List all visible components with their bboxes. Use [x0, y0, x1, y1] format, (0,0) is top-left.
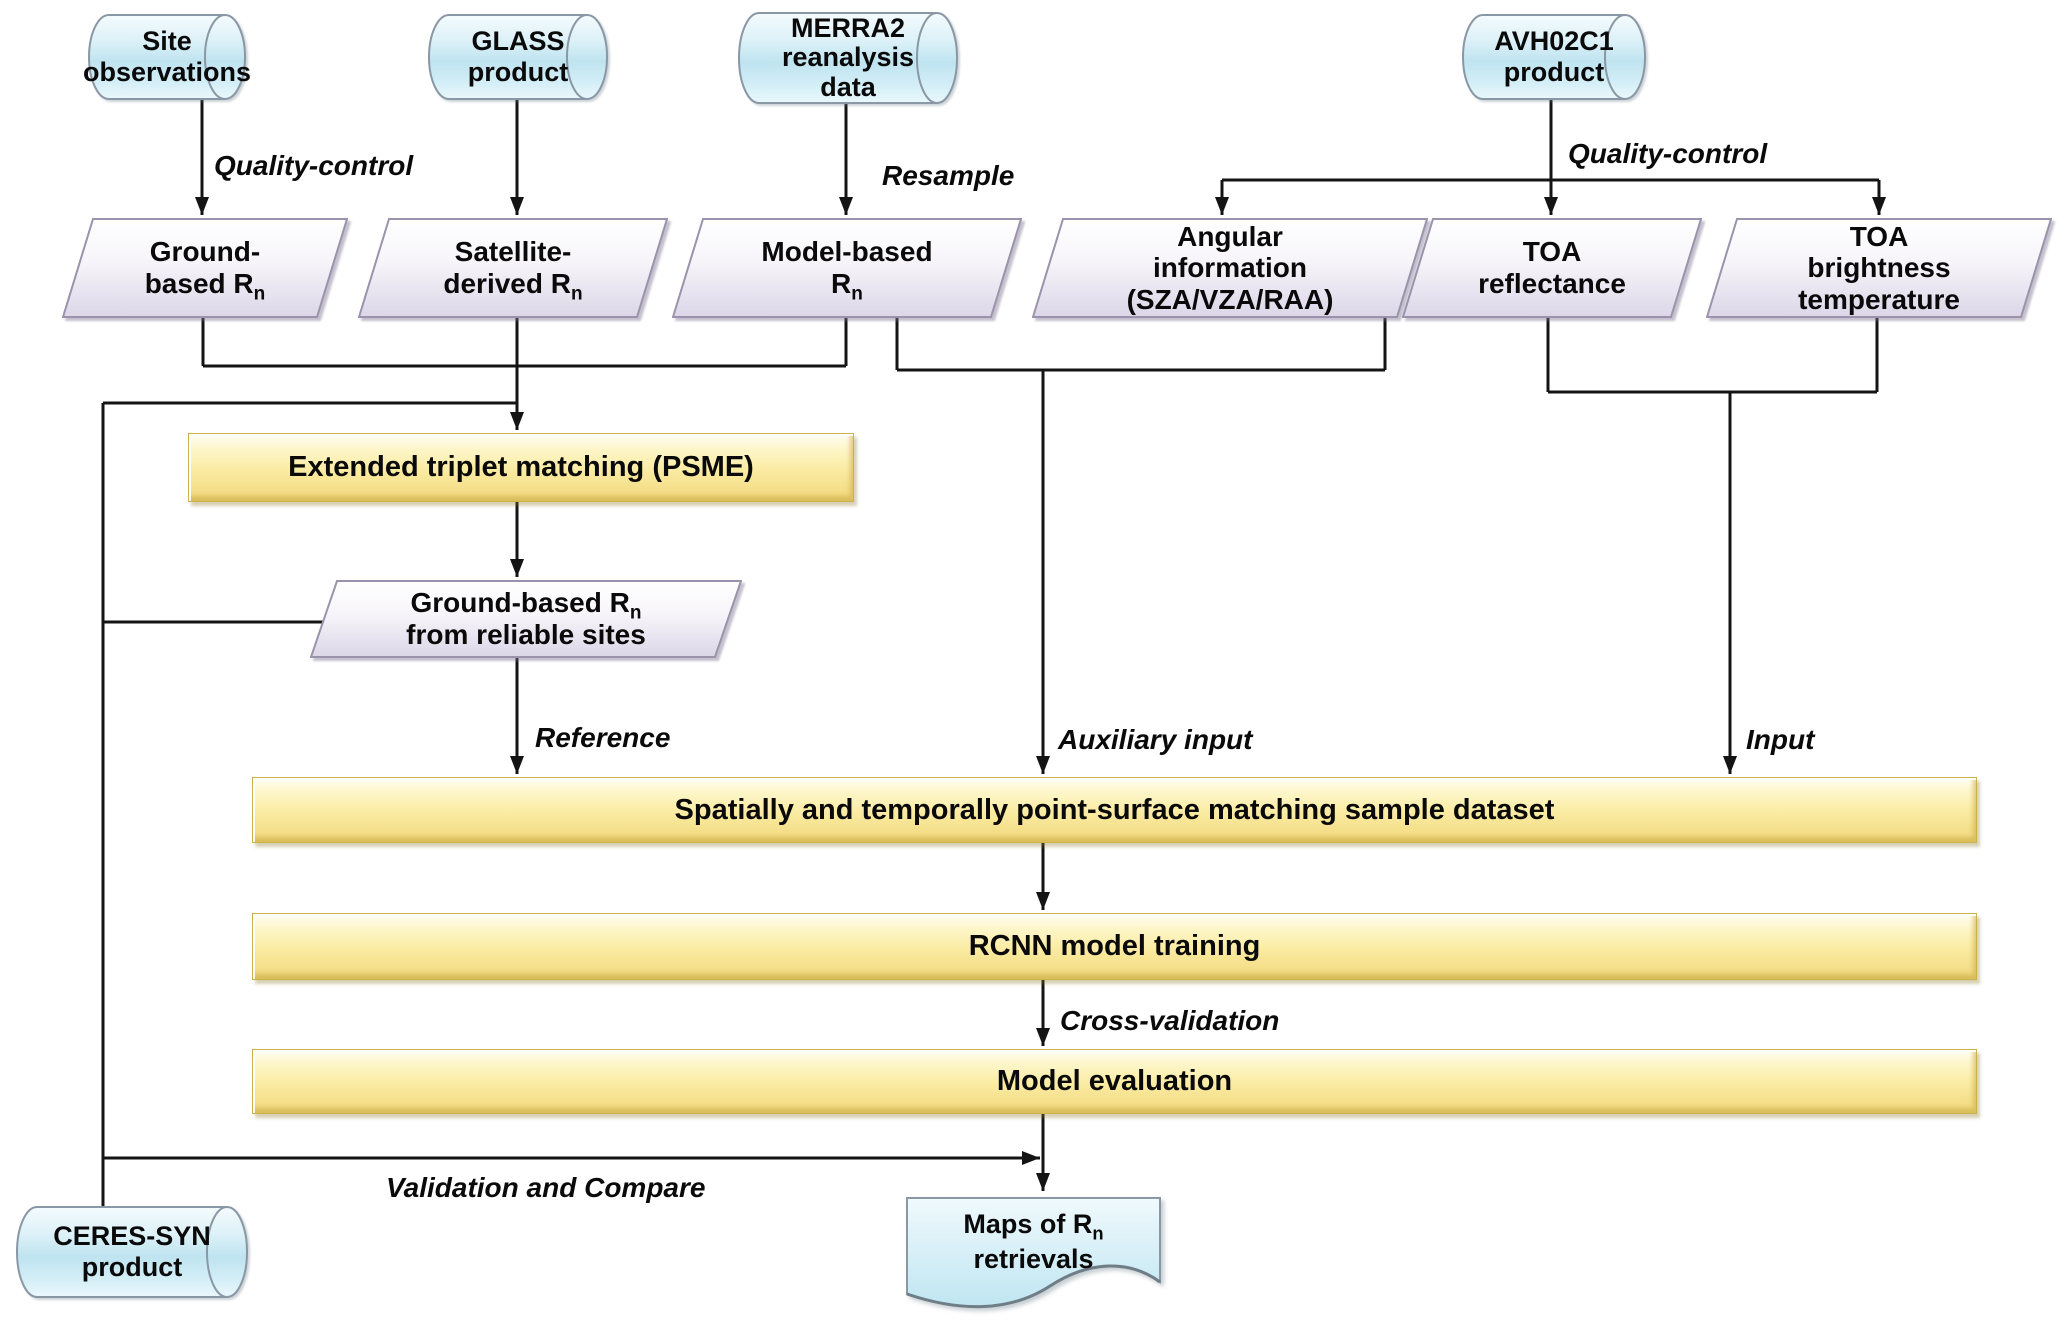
parallelogram-shape: [1706, 218, 2052, 318]
node-label: (SZA/VZA/RAA): [1126, 283, 1334, 315]
parallelogram-satellite-derived-rn: Satellite- derived Rn: [358, 218, 668, 318]
subscript: n: [253, 283, 266, 305]
edge-label-input: Input: [1746, 724, 1815, 755]
process-model-evaluation: Model evaluation: [252, 1049, 1977, 1114]
cylinder-shape: [16, 1206, 248, 1298]
parallelogram-toa-reflectance: TOA reflectance: [1402, 218, 1702, 318]
edge-label-validation-and-compare: Validation and Compare: [386, 1172, 706, 1203]
parallelogram-shape: [1402, 218, 1702, 318]
parallelogram-shape: [358, 218, 668, 318]
parallelogram-shape: [1032, 218, 1428, 318]
node-label: reanalysis: [781, 42, 915, 73]
node-label: Maps of R: [963, 1208, 1093, 1239]
process-label: Model evaluation: [996, 1065, 1233, 1097]
node-label: CERES-SYN: [53, 1220, 211, 1251]
edge-label-quality-control-right: Quality-control: [1568, 138, 1768, 169]
document-maps-of-rn-retrievals: Maps of Rn retrievals: [905, 1194, 1162, 1316]
process-matching-sample-dataset: Spatially and temporally point-surface m…: [252, 777, 1977, 843]
node-label: Satellite-: [454, 236, 572, 268]
node-label: Ground-: [149, 236, 261, 268]
edge-label-auxiliary-input: Auxiliary input: [1058, 724, 1253, 755]
node-label: TOA: [1849, 220, 1909, 252]
parallelogram-shape: [310, 580, 742, 658]
subscript: n: [570, 283, 583, 305]
node-label: product: [1503, 57, 1605, 87]
subscript: n: [629, 602, 642, 624]
process-label: RCNN model training: [968, 930, 1261, 962]
node-label: MERRA2: [790, 13, 905, 44]
node-label: product: [81, 1252, 183, 1282]
edge-label-cross-validation: Cross-validation: [1060, 1005, 1280, 1036]
node-label: reflectance: [1478, 268, 1626, 299]
process-label: Spatially and temporally point-surface m…: [674, 793, 1555, 826]
edge-label-resample: Resample: [882, 160, 1015, 191]
cylinder-shape: [738, 12, 958, 104]
node-label: TOA: [1522, 236, 1582, 268]
node-label: from reliable sites: [406, 619, 646, 650]
cylinder-ceres-syn-product: CERES-SYN product: [16, 1206, 248, 1298]
document-shape: [906, 1197, 1161, 1309]
cylinder-shape: [428, 14, 608, 100]
parallelogram-shape: [62, 218, 348, 318]
node-label: GLASS: [471, 25, 565, 56]
node-label: observations: [82, 57, 252, 87]
subscript: n: [851, 283, 863, 305]
cylinder-glass-product: GLASS product: [428, 14, 608, 100]
parallelogram-ground-based-rn-reliable-sites: Ground-based Rn from reliable sites: [310, 580, 742, 658]
edge-label-reference: Reference: [535, 722, 671, 753]
cylinder-site-observations: Site observations: [83, 14, 251, 100]
node-label: based R: [144, 268, 254, 299]
parallelogram-model-based-rn: Model-based Rn: [672, 218, 1022, 318]
parallelogram-ground-based-rn: Ground- based Rn: [62, 218, 348, 318]
node-label: Model-based: [761, 236, 933, 268]
edge-label-quality-control-left: Quality-control: [214, 150, 414, 181]
node-label: retrievals: [973, 1244, 1094, 1274]
process-rcnn-model-training: RCNN model training: [252, 913, 1977, 980]
subscript: n: [1092, 1222, 1104, 1244]
node-label: Ground-based R: [410, 587, 630, 619]
node-label: Angular: [1177, 220, 1283, 252]
cylinder-merra2-reanalysis: MERRA2 reanalysis data: [738, 12, 958, 104]
cylinder-shape: [1462, 14, 1646, 100]
node-label: R: [831, 268, 852, 299]
parallelogram-shape: [672, 218, 1022, 318]
cylinder-shape: [88, 14, 246, 100]
cylinder-avh02c1-product: AVH02C1 product: [1462, 14, 1646, 100]
parallelogram-angular-information: Angular information (SZA/VZA/RAA): [1032, 218, 1428, 318]
node-label: AVH02C1: [1494, 25, 1614, 56]
node-label: derived R: [443, 268, 571, 299]
node-label: data: [820, 71, 876, 102]
parallelogram-toa-brightness-temperature: TOA brightness temperature: [1706, 218, 2052, 318]
node-label: brightness: [1807, 252, 1951, 284]
process-extended-triplet-matching: Extended triplet matching (PSME): [188, 433, 854, 502]
node-label: information: [1153, 252, 1307, 284]
node-label: product: [467, 57, 569, 87]
node-label: Site: [142, 25, 192, 56]
process-label: Extended triplet matching (PSME): [288, 451, 754, 483]
node-label: temperature: [1798, 283, 1960, 315]
